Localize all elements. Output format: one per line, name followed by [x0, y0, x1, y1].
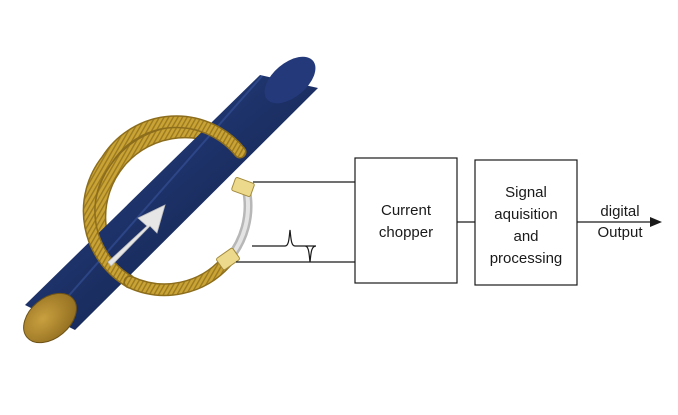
- current-chopper-block: Current chopper: [354, 157, 458, 284]
- chopper-label-line1: Current: [381, 202, 432, 219]
- signal-label-line1: Signal: [505, 184, 547, 201]
- signal-label-line2: aquisition: [494, 206, 557, 223]
- coil-connector-top: [231, 177, 255, 197]
- arrow-up-right-icon: [107, 204, 166, 267]
- output-arrow: [577, 217, 662, 227]
- signal-label-line4: processing: [490, 250, 563, 267]
- signal-wires: [236, 181, 355, 263]
- signal-acquisition-block: Signal aquisition and processing: [474, 159, 578, 286]
- output-label-line2: Output: [597, 224, 643, 241]
- conductor: [23, 56, 318, 344]
- coil-connector-bottom: [216, 247, 240, 271]
- chopper-label-line2: chopper: [379, 224, 433, 241]
- rogowski-coil: [82, 115, 255, 297]
- signal-label-line3: and: [513, 228, 538, 245]
- conductor-end: [23, 292, 77, 344]
- output-label-line1: digital: [600, 203, 639, 220]
